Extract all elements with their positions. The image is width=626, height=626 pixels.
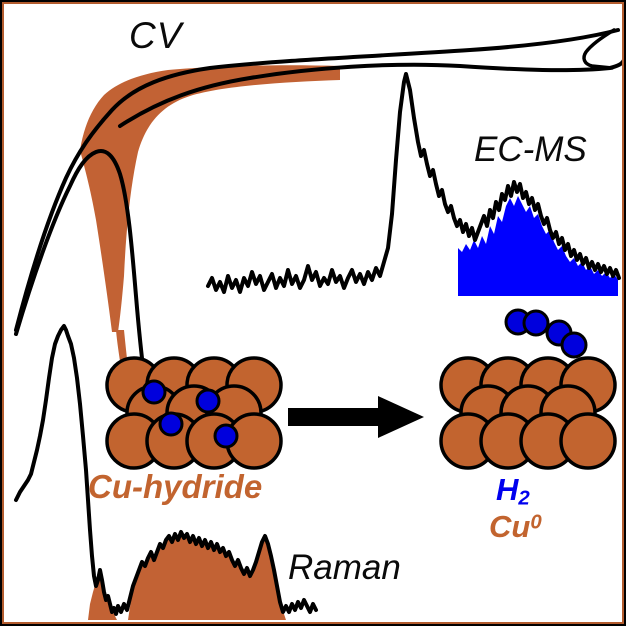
hydrogen-atom (560, 331, 588, 359)
raman-label: Raman (288, 548, 401, 587)
ecms-trace (206, 72, 621, 294)
ec-ms-label: EC-MS (474, 130, 587, 169)
hydrogen-atom (141, 379, 167, 405)
hydrogen-atom (158, 411, 184, 437)
reaction-arrow-right (288, 396, 424, 438)
cu-hydride-lattice (105, 356, 283, 470)
hydrogen-atom (522, 309, 550, 337)
h2-molecule-1 (504, 308, 550, 337)
raman-trace (14, 324, 318, 616)
cu0-superscript: 0 (530, 510, 542, 534)
h2-molecule-2 (545, 319, 588, 359)
hydrogen-atom (195, 388, 221, 414)
cu-hydride-label: Cu-hydride (88, 468, 263, 505)
cu-metal-lattice (439, 356, 617, 470)
h2-subscript: 2 (518, 486, 530, 510)
cv-forward-sweep-trace (14, 28, 620, 332)
ecms-h2-filled-region (458, 196, 618, 296)
hydrogen-atom (213, 423, 239, 449)
cu0-element-symbol: Cu (489, 509, 531, 544)
cv-shaded-region (80, 65, 340, 332)
cu-atom (559, 412, 617, 470)
cu0-label: Cu0 (489, 511, 542, 542)
cv-reverse-sweep-trace (14, 149, 154, 438)
cv-label: CV (129, 15, 183, 56)
h2-label: H2 (496, 474, 530, 509)
cv-loop-closure-trace (582, 28, 616, 70)
raman-shaded-band-broad (128, 532, 286, 620)
h2-element-symbol: H (496, 472, 519, 507)
